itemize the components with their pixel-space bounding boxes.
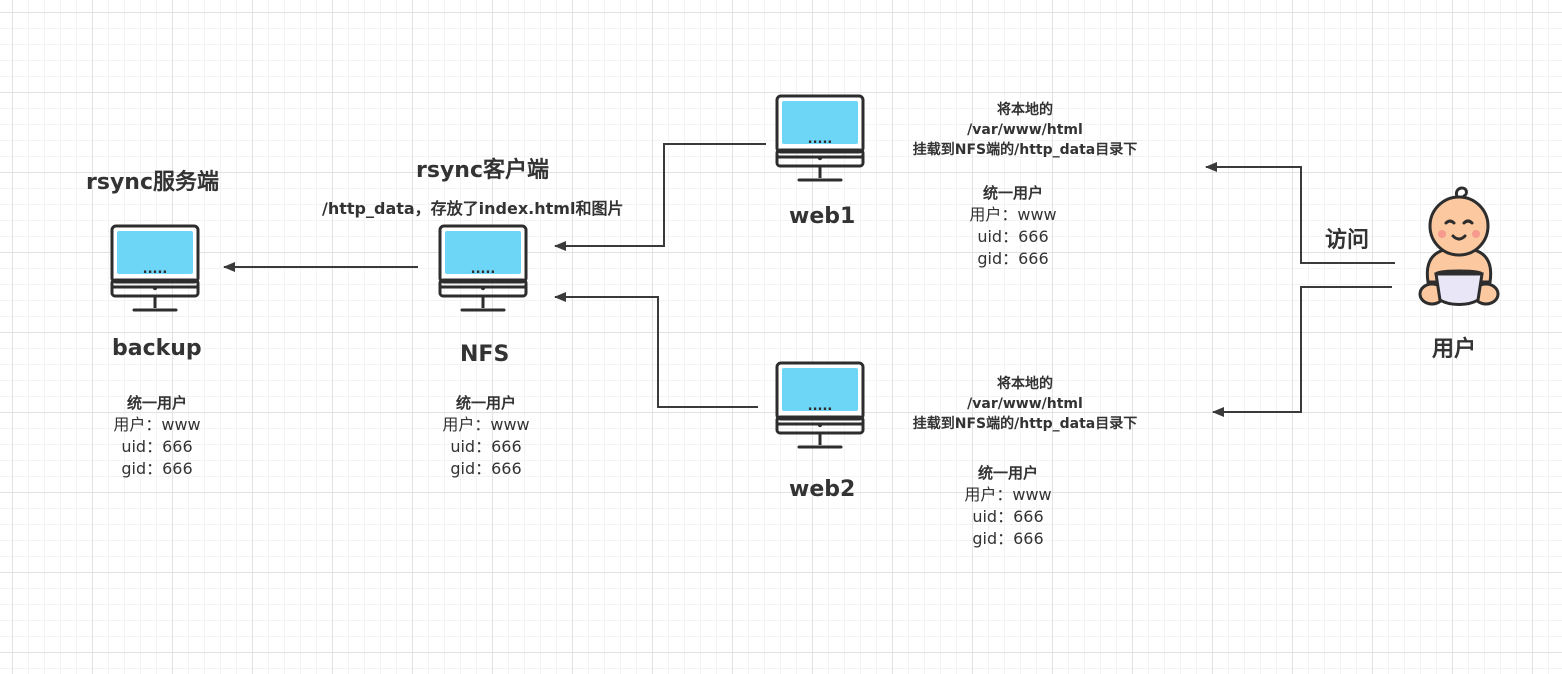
backup-user-block: 统一用户 用户：www uid：666 gid：666: [57, 392, 257, 480]
nfs-user-block: 统一用户 用户：www uid：666 gid：666: [386, 392, 586, 480]
backup-screen-text: .....: [143, 262, 168, 277]
nfs-role-title: rsync客户端: [416, 158, 549, 183]
web2-mount-note: 将本地的 /var/www/html 挂载到NFS端的/http_data目录下: [875, 374, 1175, 434]
web1-screen-text: .....: [808, 132, 833, 147]
web2-mount-note-line2: /var/www/html: [967, 396, 1083, 412]
web2-gid: gid：666: [972, 529, 1044, 548]
web2-user-heading: 统一用户: [977, 464, 1038, 482]
access-label: 访问: [1325, 228, 1370, 253]
web1-node-name: web1: [789, 204, 856, 229]
edge-web2-to-nfs: [554, 292, 758, 408]
web1-mount-note: 将本地的 /var/www/html 挂载到NFS端的/http_data目录下: [875, 100, 1175, 160]
edge-user-to-web1: [1205, 162, 1395, 264]
nfs-user-name: 用户：www: [442, 415, 530, 434]
web2-user-name: 用户：www: [964, 485, 1052, 504]
web2-user-block: 统一用户 用户：www uid：666 gid：666: [908, 462, 1108, 550]
web1-user-name: 用户：www: [969, 205, 1057, 224]
edge-web1-to-nfs: [554, 143, 766, 251]
backup-user-heading: 统一用户: [126, 394, 187, 412]
nfs-gid: gid：666: [450, 459, 522, 478]
web1-uid: uid：666: [977, 227, 1049, 246]
nfs-server-icon: .....: [438, 224, 528, 312]
backup-gid: gid：666: [121, 459, 193, 478]
backup-node-name: backup: [112, 336, 202, 361]
nfs-node-name: NFS: [460, 342, 510, 367]
nfs-user-heading: 统一用户: [455, 394, 516, 412]
backup-server-icon: .....: [110, 224, 200, 312]
web2-uid: uid：666: [972, 507, 1044, 526]
web2-node-name: web2: [789, 477, 856, 502]
user-node-name: 用户: [1432, 337, 1477, 362]
web1-user-block: 统一用户 用户：www uid：666 gid：666: [913, 182, 1113, 270]
web1-server-icon: .....: [775, 94, 865, 182]
web2-server-icon: .....: [775, 361, 865, 449]
nfs-description: /http_data，存放了index.html和图片: [322, 199, 624, 218]
web2-mount-note-line1: 将本地的: [997, 376, 1053, 392]
web2-screen-text: .....: [808, 399, 833, 414]
web2-mount-note-line3: 挂载到NFS端的/http_data目录下: [912, 416, 1138, 432]
nfs-screen-text: .....: [471, 262, 496, 277]
backup-role-title: rsync服务端: [86, 170, 219, 195]
backup-uid: uid：666: [121, 437, 193, 456]
backup-user-name: 用户：www: [113, 415, 201, 434]
web1-mount-note-line1: 将本地的: [997, 102, 1053, 118]
web1-mount-note-line2: /var/www/html: [967, 122, 1083, 138]
web1-gid: gid：666: [977, 249, 1049, 268]
edge-user-to-web2: [1212, 286, 1392, 417]
baby-user-icon: [1418, 186, 1500, 306]
web1-mount-note-line3: 挂载到NFS端的/http_data目录下: [912, 142, 1138, 158]
web1-user-heading: 统一用户: [982, 184, 1043, 202]
nfs-uid: uid：666: [450, 437, 522, 456]
